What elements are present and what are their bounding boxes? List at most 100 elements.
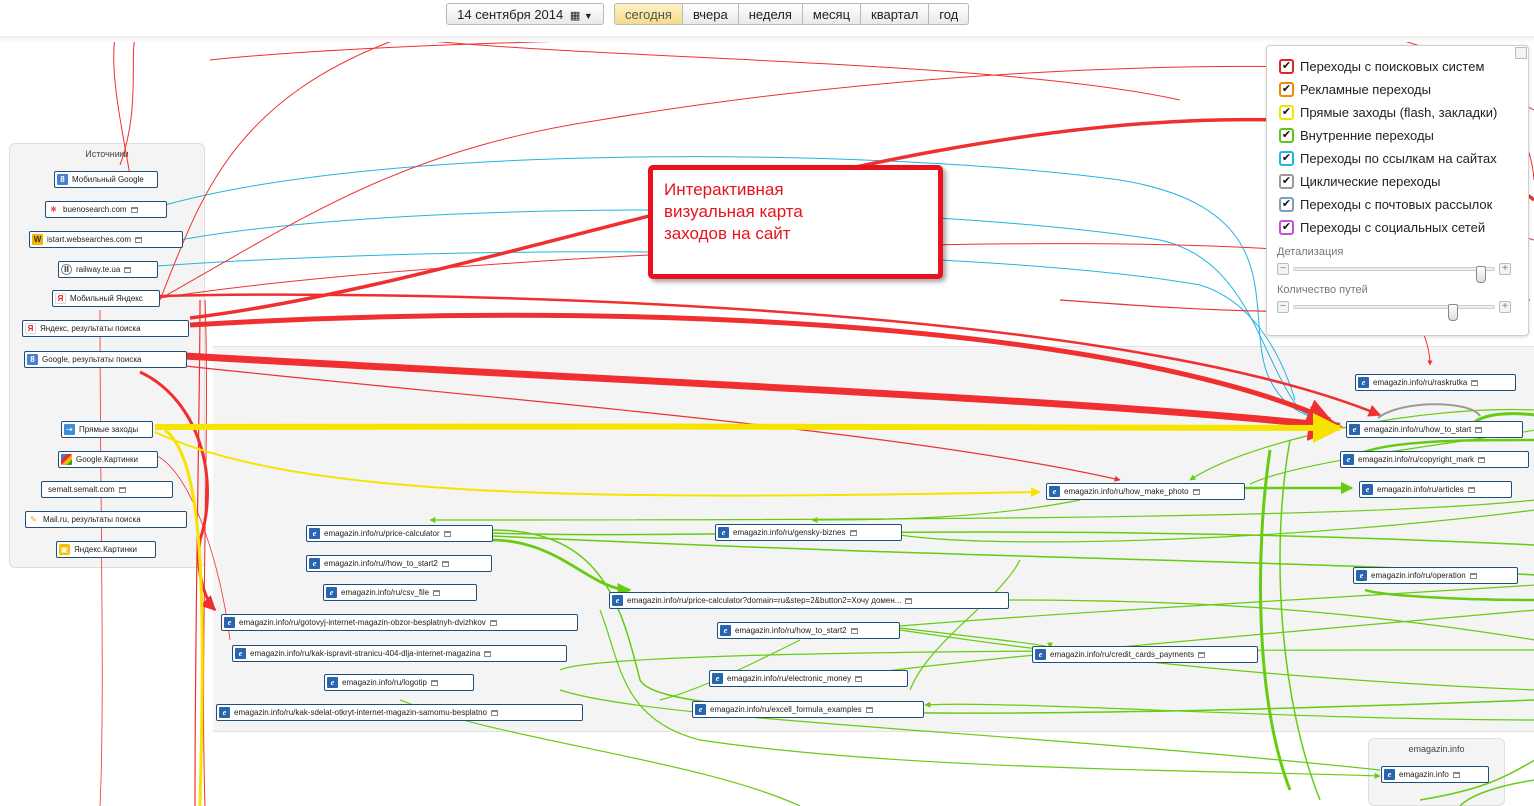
checkbox-icon: ✔	[1279, 58, 1294, 74]
legend-item-internal[interactable]: ✔ Внутренние переходы	[1279, 125, 1434, 145]
yandex-icon: Я	[25, 323, 36, 334]
railway-icon: Ⅱ	[61, 264, 72, 275]
direct-flows	[154, 412, 1343, 806]
period-yesterday-button[interactable]: вчера	[682, 3, 739, 25]
date-picker-button[interactable]: 14 сентября 2014 ▦ ▼	[446, 3, 604, 25]
period-year-button[interactable]: год	[929, 3, 970, 25]
open-page-icon	[1475, 426, 1483, 433]
page-e-icon: e	[1362, 484, 1373, 495]
open-page-icon	[849, 529, 857, 536]
open-page-icon	[124, 266, 132, 273]
period-month-button[interactable]: месяц	[802, 3, 862, 25]
page-e-icon: e	[309, 528, 320, 539]
open-page-icon	[433, 589, 441, 596]
plus-icon[interactable]: +	[1499, 301, 1511, 313]
page-e-icon: e	[1343, 454, 1354, 465]
page-e-icon: e	[235, 648, 246, 659]
period-selector: сегодня вчера неделя месяц квартал год	[614, 3, 970, 25]
minus-icon[interactable]: −	[1277, 263, 1289, 275]
slider-handle[interactable]	[1448, 304, 1458, 321]
date-label: 14 сентября 2014	[457, 7, 564, 22]
checkbox-icon: ✔	[1279, 127, 1294, 143]
page-e-icon: e	[695, 704, 706, 715]
period-week-button[interactable]: неделя	[738, 3, 803, 25]
source-mailru-search[interactable]: ✎ Mail.ru, результаты поиска	[25, 511, 187, 528]
source-railway[interactable]: Ⅱ railway.te.ua	[58, 261, 158, 278]
period-quarter-button[interactable]: квартал	[861, 3, 930, 25]
page-e-icon: e	[1356, 570, 1367, 581]
toolbar: 14 сентября 2014 ▦ ▼ сегодня вчера недел…	[0, 0, 1534, 38]
legend-item-ads[interactable]: ✔ Рекламные переходы	[1279, 79, 1431, 99]
source-mobile-yandex[interactable]: Я Мобильный Яндекс	[52, 290, 160, 307]
buenosearch-icon: ✱	[48, 204, 59, 215]
source-mobile-google[interactable]: 8 Мобильный Google	[54, 171, 158, 188]
legend-panel: ✔ Переходы с поисковых систем ✔ Рекламны…	[1266, 45, 1529, 336]
legend-item-search[interactable]: ✔ Переходы с поисковых систем	[1279, 56, 1484, 76]
page-e-icon: e	[1384, 769, 1395, 780]
open-page-icon	[1192, 488, 1200, 495]
open-page-icon	[443, 530, 451, 537]
checkbox-icon: ✔	[1279, 104, 1294, 120]
page-e-icon: e	[1049, 486, 1060, 497]
open-page-icon	[905, 597, 913, 604]
legend-item-links[interactable]: ✔ Переходы по ссылкам на сайтах	[1279, 148, 1497, 168]
paths-slider[interactable]: − +	[1277, 301, 1511, 321]
plus-icon[interactable]: +	[1499, 263, 1511, 275]
period-today-button[interactable]: сегодня	[614, 3, 683, 25]
page-e-icon: e	[1349, 424, 1360, 435]
detail-slider[interactable]: − +	[1277, 263, 1511, 283]
open-page-icon	[1471, 379, 1479, 386]
source-semalt[interactable]: semalt.semalt.com	[41, 481, 173, 498]
source-yandex-search[interactable]: Я Яндекс, результаты поиска	[22, 320, 189, 337]
open-page-icon	[850, 627, 858, 634]
direct-visit-icon: ⇢	[64, 424, 75, 435]
open-page-icon	[484, 650, 492, 657]
open-page-icon	[865, 706, 873, 713]
source-yandex-images[interactable]: ▣ Яндекс.Картинки	[56, 541, 156, 558]
yandex-icon: Я	[55, 293, 66, 304]
legend-item-direct[interactable]: ✔ Прямые заходы (flash, закладки)	[1279, 102, 1497, 122]
open-page-icon	[441, 560, 449, 567]
open-page-icon	[135, 236, 143, 243]
google-icon: 8	[27, 354, 38, 365]
collapse-legend-button[interactable]	[1515, 47, 1527, 59]
page-e-icon: e	[219, 707, 230, 718]
checkbox-icon: ✔	[1279, 81, 1294, 97]
cyclic-flow	[1377, 403, 1481, 419]
open-page-icon	[430, 679, 438, 686]
source-google-search[interactable]: 8 Google, результаты поиска	[24, 351, 187, 368]
legend-item-cyclic[interactable]: ✔ Циклические переходы	[1279, 171, 1441, 191]
calendar-icon: ▦	[569, 10, 581, 22]
source-google-images[interactable]: Google.Картинки	[58, 451, 158, 468]
source-direct-visits[interactable]: ⇢ Прямые заходы	[61, 421, 153, 438]
page-e-icon: e	[720, 625, 731, 636]
source-istart-websearches[interactable]: W istart.websearches.com	[29, 231, 183, 248]
slider-handle[interactable]	[1476, 266, 1486, 283]
minus-icon[interactable]: −	[1277, 301, 1289, 313]
legend-item-email[interactable]: ✔ Переходы с почтовых рассылок	[1279, 194, 1492, 214]
chevron-down-icon: ▼	[583, 11, 593, 21]
source-buenosearch[interactable]: ✱ buenosearch.com	[45, 201, 167, 218]
site-group-title: emagazin.info	[1408, 744, 1465, 754]
legend-item-social[interactable]: ✔ Переходы с социальных сетей	[1279, 217, 1485, 237]
